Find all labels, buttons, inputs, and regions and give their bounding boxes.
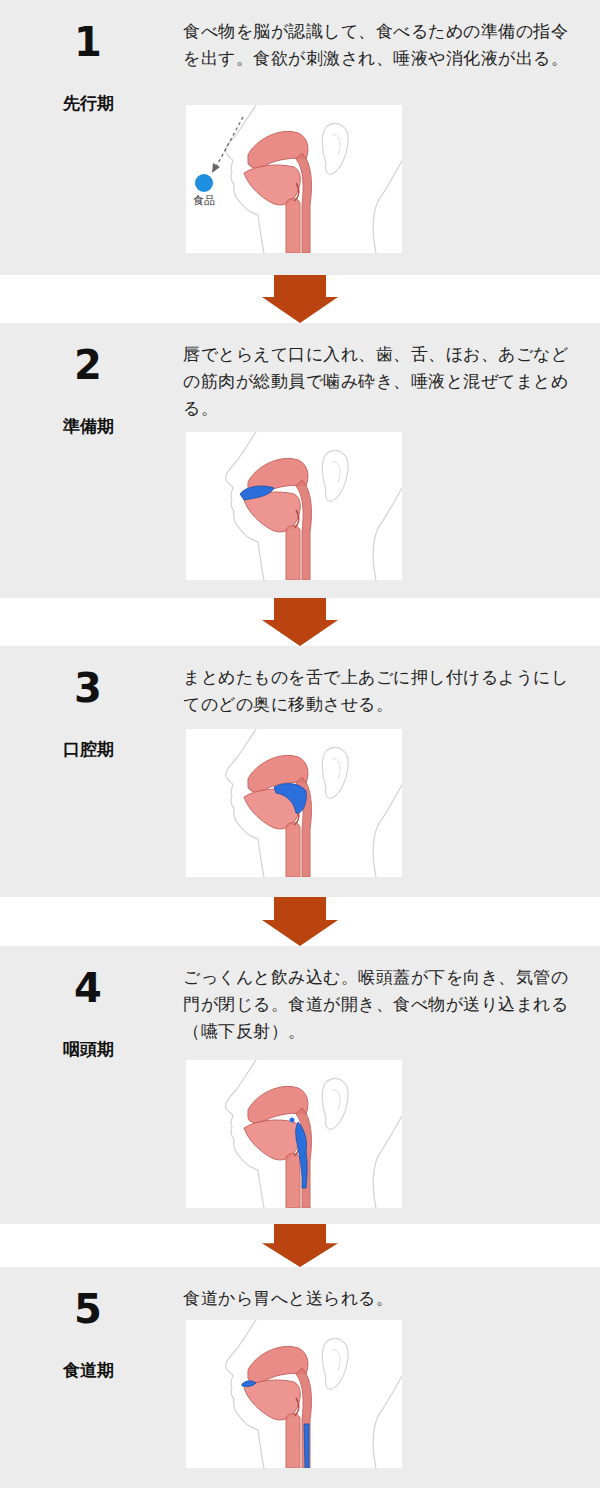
stage-description: ごっくんと飲み込む。喉頭蓋が下を向き、気管の門が閉じる。食道が開き、食べ物が送り… [183, 964, 578, 1045]
flow-arrow [262, 598, 338, 646]
step-number: 2 [0, 343, 176, 387]
head-figure [186, 105, 402, 253]
swallow-illustration [186, 105, 402, 253]
step-number: 4 [0, 966, 176, 1010]
food-bolus [240, 486, 274, 500]
stage-name: 食道期 [0, 1359, 176, 1381]
swallow-illustration [186, 1320, 402, 1468]
swallow-illustration [186, 729, 402, 877]
head-figure [186, 729, 402, 877]
stage-name: 先行期 [0, 92, 176, 114]
food-bolus [274, 784, 306, 814]
stage-name: 咽頭期 [0, 1038, 176, 1060]
stage-band: 4 咽頭期ごっくんと飲み込む。喉頭蓋が下を向き、気管の門が閉じる。食道が開き、食べ… [0, 946, 600, 1224]
head-figure [186, 1060, 402, 1208]
food-bolus [296, 1122, 307, 1188]
step-number: 3 [0, 666, 176, 710]
stage-band: 5 食道期 食道から胃へと送られる。 [0, 1267, 600, 1488]
food-bolus [242, 1381, 256, 1387]
step-number: 5 [0, 1287, 176, 1331]
stage-description: 唇でとらえて口に入れ、歯、舌、ほお、あごなどの筋肉が総動員で噛み砕き、唾液と混ぜ… [183, 341, 578, 422]
stage-band: 2 準備期唇でとらえて口に入れ、歯、舌、ほお、あごなどの筋肉が総動員で噛み砕き、唾… [0, 323, 600, 598]
stage-description: 食べ物を脳が認識して、食べるための準備の指令を出す。食欲が刺激され、唾液や消化液… [183, 18, 578, 72]
stage-name: 準備期 [0, 415, 176, 437]
swallow-illustration [186, 1060, 402, 1208]
head-figure [186, 432, 402, 580]
flow-arrow [262, 1224, 338, 1267]
flow-arrow [262, 275, 338, 323]
food-bolus [290, 1118, 295, 1123]
stage-description: まとめたものを舌で上あごに押し付けるようにしてのどの奥に移動させる。 [183, 664, 578, 718]
swallow-illustration [186, 432, 402, 580]
pointer-head [212, 163, 220, 173]
food-bolus [304, 1424, 309, 1468]
stage-band: 1 先行期食べ物を脳が認識して、食べるための準備の指令を出す。食欲が刺激され、唾液… [0, 0, 600, 275]
pointer-line [216, 117, 243, 167]
flow-arrow [262, 897, 338, 946]
food-label: 食品 [186, 193, 222, 209]
step-number: 1 [0, 20, 176, 64]
stage-band: 3 口腔期まとめたものを舌で上あごに押し付けるようにしてのどの奥に移動させる。 [0, 646, 600, 897]
stage-name: 口腔期 [0, 738, 176, 760]
head-figure [186, 1320, 402, 1468]
stage-description: 食道から胃へと送られる。 [183, 1285, 578, 1312]
food-dot [195, 174, 213, 192]
